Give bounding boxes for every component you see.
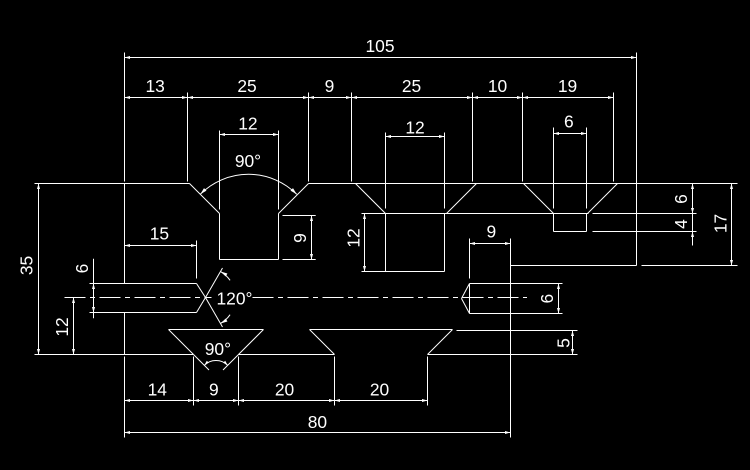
svg-text:5: 5 bbox=[554, 338, 574, 348]
svg-text:20: 20 bbox=[275, 380, 294, 400]
svg-text:9: 9 bbox=[486, 221, 496, 241]
svg-text:90°: 90° bbox=[235, 151, 261, 171]
svg-text:25: 25 bbox=[237, 76, 256, 96]
svg-text:120°: 120° bbox=[217, 289, 253, 309]
svg-text:12: 12 bbox=[52, 317, 72, 336]
svg-text:4: 4 bbox=[671, 219, 691, 229]
svg-text:12: 12 bbox=[405, 118, 424, 138]
svg-text:6: 6 bbox=[72, 264, 92, 274]
svg-text:25: 25 bbox=[402, 76, 421, 96]
svg-text:9: 9 bbox=[290, 233, 310, 243]
svg-text:10: 10 bbox=[488, 76, 507, 96]
svg-text:6: 6 bbox=[671, 194, 691, 204]
svg-text:12: 12 bbox=[238, 114, 257, 134]
svg-text:35: 35 bbox=[17, 256, 37, 275]
svg-text:90°: 90° bbox=[205, 339, 231, 359]
svg-text:6: 6 bbox=[564, 112, 574, 132]
svg-text:14: 14 bbox=[148, 380, 168, 400]
svg-text:80: 80 bbox=[308, 412, 327, 432]
svg-text:13: 13 bbox=[146, 76, 165, 96]
svg-text:6: 6 bbox=[537, 294, 557, 304]
svg-text:105: 105 bbox=[365, 36, 394, 56]
svg-text:9: 9 bbox=[209, 380, 219, 400]
svg-text:19: 19 bbox=[558, 76, 577, 96]
svg-text:12: 12 bbox=[344, 228, 364, 247]
svg-text:15: 15 bbox=[150, 224, 169, 244]
svg-text:17: 17 bbox=[711, 214, 731, 233]
svg-text:9: 9 bbox=[325, 76, 335, 96]
svg-text:20: 20 bbox=[370, 380, 389, 400]
